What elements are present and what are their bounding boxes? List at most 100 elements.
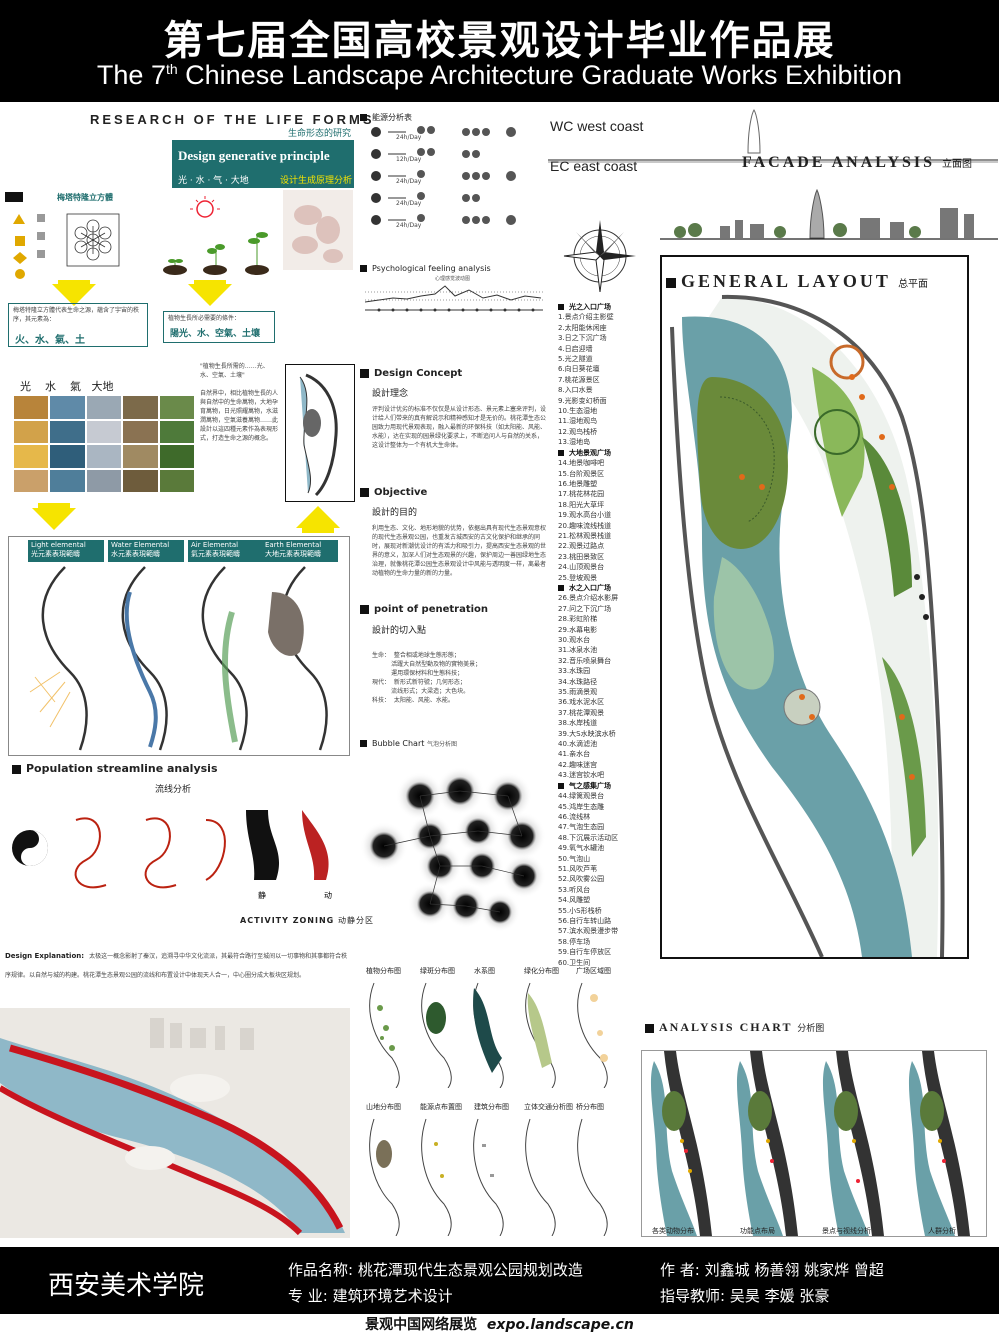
bubble-title: Bubble Chart 气泡分析图 (360, 739, 457, 748)
principle-title: Design generative principle (178, 148, 330, 163)
analysis-title: Analysis Chart 分析图 (645, 1020, 824, 1035)
principle-tags: 光 · 水 · 气 · 大地 (178, 176, 249, 186)
work-row: 作品名称: 桃花潭现代生态景观公园规划改造 (288, 1261, 583, 1279)
title-en: The 7th Chinese Landscape Architecture G… (96, 60, 903, 90)
site-model-3d (0, 1008, 350, 1238)
energy-row-3: 24h/Day (396, 178, 422, 185)
penetration-list: 生命： 整合相或地球生態形態； 活躍大自然型動及物的實物美景； 運用環保材料和生… (372, 652, 482, 704)
legend-item: 6.向日葵花壇 (558, 365, 600, 374)
legend-item: 60.卫生间 (558, 958, 591, 967)
elementals-panel (8, 536, 350, 756)
analysis-item-2: 功能点布局 (740, 1227, 775, 1235)
legend-item: 4.日启迎墙 (558, 344, 593, 353)
legend-item: 50.气泡山 (558, 854, 591, 863)
legend-item: 22.观景过路点 (558, 542, 605, 551)
legend-item: 49.氧气水罐池 (558, 844, 605, 853)
legend-item: 1.景点介绍主影壁 (558, 313, 614, 322)
analysis-chart-panel: 各类动物分布 功能点布局 景点与视线分析 人群分析 (641, 1050, 987, 1237)
facade-title: Facade analysis 立面图 (742, 154, 973, 171)
bubble-chart (360, 767, 546, 932)
concept-title: Design Concept (360, 368, 462, 379)
author-row: 作 者: 刘鑫城 杨善翎 姚家烨 曾超 (660, 1261, 884, 1279)
elementals-diagrams (29, 566, 328, 751)
legend-item: 12.观鸟栈桥 (558, 427, 598, 436)
element-list-right: 陽光、水、空氣、土壤 (170, 329, 261, 339)
legend-item: 20.趣味流线栈道 (558, 521, 612, 530)
objective-text: 利用生态、文化、地形地貌的优势，依据出具有现代生态景观意权的现代生态景观公园，也… (372, 525, 547, 577)
energy-table (371, 126, 516, 225)
legend-item: 10.生态湿地 (558, 407, 598, 416)
energy-title: 能源分析表 (360, 112, 412, 123)
layer-top-3: 水系图 (474, 967, 495, 975)
element-box-right: 植物生長所必需要的條件： 陽光、水、空氣、土壤 (163, 311, 275, 343)
layer-top-4: 绿化分布图 (524, 967, 559, 975)
legend-item: 56.自行车转山路 (558, 916, 612, 925)
legend-item: 55.小S形栈桥 (558, 906, 602, 915)
flow-arrow-4 (296, 506, 340, 528)
legend-item: 38.水岸栈道 (558, 719, 598, 728)
legend-item: 8.入口水景 (558, 386, 593, 395)
legend-item: 28.彩虹阶梯 (558, 615, 598, 624)
legend-item: 2.太阳能休闲座 (558, 323, 607, 332)
legend-item: 16.地景雕塑 (558, 479, 598, 488)
objective-cn: 設計的目的 (372, 508, 418, 518)
streamline-diagram: 静动 (12, 810, 332, 900)
legend-item: 26.景点介绍水影屏 (558, 594, 619, 603)
population-cn: 流线分析 (155, 785, 192, 795)
design-explanation: Design Explanation: 太极这一概念影射了秦汉，追溯寻中华文化流… (5, 952, 348, 979)
site-name: 景观中国网络展览 (365, 1317, 478, 1333)
element-water: 水 (45, 380, 56, 393)
objective-title: Objective (360, 487, 427, 498)
penetration-cn: 設計的切入點 (372, 626, 427, 636)
facade-elevation-ec (660, 188, 998, 240)
analysis-item-3: 景点与视线分析 (822, 1227, 871, 1235)
analysis-item-1: 各类动物分布 (652, 1227, 694, 1235)
legend-item: 41.亲水台 (558, 750, 591, 759)
layer-bot-2: 能源点布置图 (420, 1103, 462, 1111)
legend-item: 39.大S水映滨水桥 (558, 729, 616, 738)
legend-item: 37.桃花潭观景 (558, 708, 605, 717)
element-photo-grid (14, 396, 194, 492)
legend-item: 7.桃花源景区 (558, 375, 600, 384)
svg-text:动: 动 (324, 890, 332, 900)
general-layout-plan: General layout 总平面 (660, 255, 969, 959)
energy-row-2: 12h/Day (396, 156, 422, 163)
major-row: 专 业: 建筑环境艺术设计 (288, 1287, 453, 1305)
legend-group: 气之感集广场 (558, 781, 658, 791)
metatron-cube-diagram (13, 213, 120, 279)
legend-item: 27.问之下沉广场 (558, 604, 612, 613)
layer-bot-4: 立体交通分析图 (524, 1103, 573, 1111)
school-name: 西安美术学院 (48, 1271, 205, 1301)
header-banner: 第七届全国高校景观设计毕业作品展 The 7th Chinese Landsca… (0, 0, 999, 102)
flow-arrow-3 (32, 508, 76, 530)
layer-bot-3: 建筑分布图 (474, 1103, 509, 1111)
energy-row-5: 24h/Day (396, 222, 422, 229)
legend-item: 46.流线林 (558, 812, 591, 821)
legend-item: 47.气泡生态园 (558, 823, 605, 832)
legend-item: 44.绿篱观景台 (558, 792, 605, 801)
legend-item: 23.桃田景致区 (558, 552, 605, 561)
element-air: 氣 (70, 380, 81, 393)
population-title: Population streamline analysis (12, 762, 218, 775)
legend-item: 31.冰泉水池 (558, 646, 598, 655)
legend-item: 36.戏水泥水区 (558, 698, 605, 707)
energy-row-1: 24h/Day (396, 134, 422, 141)
legend-item: 30.观水台 (558, 636, 591, 644)
legend-item: 29.水幕电影 (558, 625, 598, 634)
legend-item: 18.阳光大草坪 (558, 500, 605, 509)
research-title: Research of the life forms (90, 112, 375, 127)
layout-plan-drawing (670, 294, 945, 957)
legend-item: 34.水珠路径 (558, 677, 598, 686)
svg-text:静: 静 (258, 890, 266, 900)
legend-item: 21.松林观景栈道 (558, 531, 612, 540)
legend-item: 54.风雕塑 (558, 896, 591, 905)
flow-arrow-2 (188, 284, 232, 306)
layout-title: General layout 总平面 (666, 271, 928, 292)
legend-item: 25.登坡观景 (558, 573, 598, 582)
legend-item: 15.台阶观景区 (558, 469, 605, 478)
analysis-item-4: 人群分析 (928, 1227, 956, 1235)
layer-maps-top (369, 982, 608, 1088)
